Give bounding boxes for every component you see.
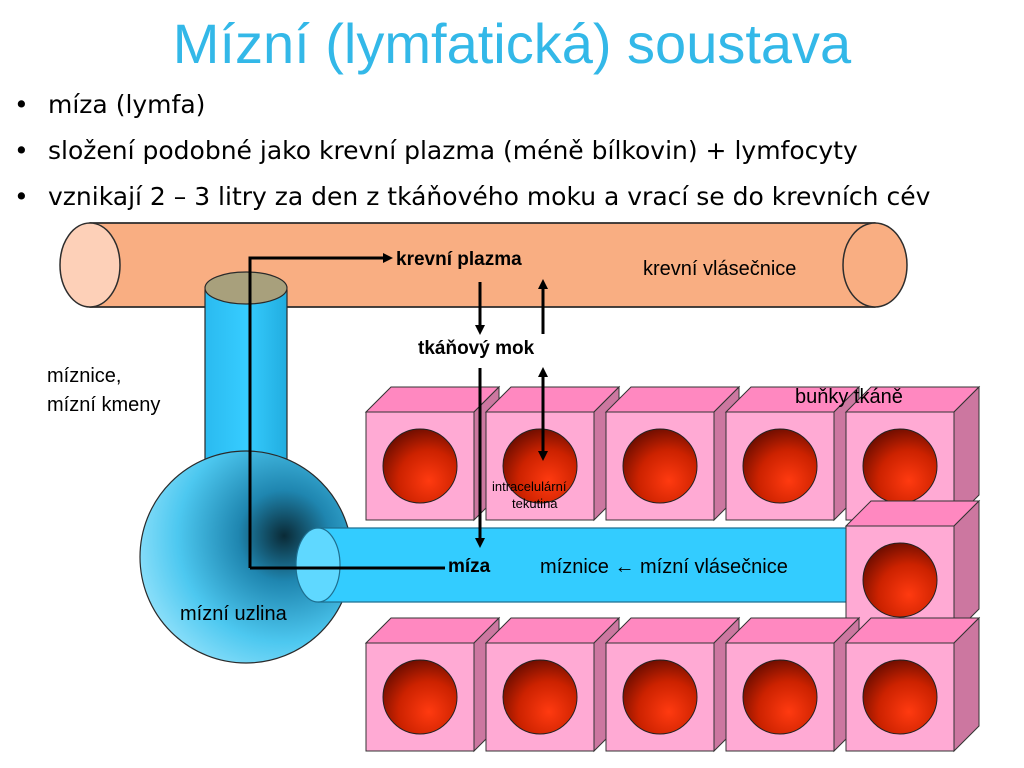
label-bunky-tkane: buňky tkáně xyxy=(795,386,903,408)
tissue-cell xyxy=(844,499,981,636)
tissue-cell xyxy=(604,385,741,522)
cell-nucleus xyxy=(622,428,698,504)
flow-arrows xyxy=(248,253,548,570)
blood-capillary xyxy=(59,222,908,308)
bullet-list: • míza (lymfa) • složení podobné jako krev… xyxy=(14,82,930,220)
label-miza: míza xyxy=(448,556,491,577)
cell-nucleus xyxy=(862,659,938,735)
cell-nucleus xyxy=(382,659,458,735)
label-miznice-line1: míznice, xyxy=(47,365,122,387)
cell-nucleus xyxy=(622,659,698,735)
label-krevni-vlasecnice: krevní vlásečnice xyxy=(643,258,797,280)
arrow-lymph-to-blood xyxy=(248,253,393,568)
tissue-cell xyxy=(724,385,861,522)
bullet-item: • vznikají 2 – 3 litry za den z tkáňového… xyxy=(14,174,930,220)
bullet-text: složení podobné jako krevní plazma (méně… xyxy=(48,136,858,165)
tissue-cell xyxy=(484,616,621,753)
tissue-cell xyxy=(724,616,861,753)
bullet-dot: • xyxy=(14,182,29,211)
label-miznice-vlasecnice: míznice ← mízní vlásečnice xyxy=(540,556,788,578)
lymph-vessel-opening xyxy=(295,527,341,603)
label-mizni-uzlina: mízní uzlina xyxy=(180,603,287,625)
bullet-dot: • xyxy=(14,90,29,119)
cell-nucleus xyxy=(502,428,578,504)
label-intracelularni-line2: tekutina xyxy=(512,496,558,511)
label-tkanovy-mok: tkáňový mok xyxy=(418,338,535,359)
label-intracelularni-line1: intracelulární xyxy=(492,479,567,494)
bullet-item: • míza (lymfa) xyxy=(14,82,930,128)
bullet-text: míza (lymfa) xyxy=(48,90,206,119)
tissue-cells xyxy=(364,385,981,753)
blood-capillary-end xyxy=(842,222,908,308)
lymph-trunk xyxy=(204,271,288,486)
bullet-dot: • xyxy=(14,136,29,165)
blood-capillary-opening xyxy=(59,222,121,308)
label-miznice-line2: mízní kmeny xyxy=(47,394,161,416)
slide-title: Mízní (lymfatická) soustava xyxy=(172,12,852,75)
cell-nucleus xyxy=(742,659,818,735)
tissue-cell xyxy=(364,616,501,753)
cell-nucleus xyxy=(862,428,938,504)
label-krevni-plazma: krevní plazma xyxy=(396,249,522,270)
cell-nucleus xyxy=(382,428,458,504)
tissue-cell xyxy=(844,616,981,753)
cell-nucleus xyxy=(742,428,818,504)
bullet-item: • složení podobné jako krevní plazma (mén… xyxy=(14,128,930,174)
cell-nucleus xyxy=(862,542,938,618)
bullet-text: vznikají 2 – 3 litry za den z tkáňového … xyxy=(48,182,931,211)
tissue-cell xyxy=(604,616,741,753)
cell-nucleus xyxy=(502,659,578,735)
lymph-trunk-opening xyxy=(204,271,288,305)
